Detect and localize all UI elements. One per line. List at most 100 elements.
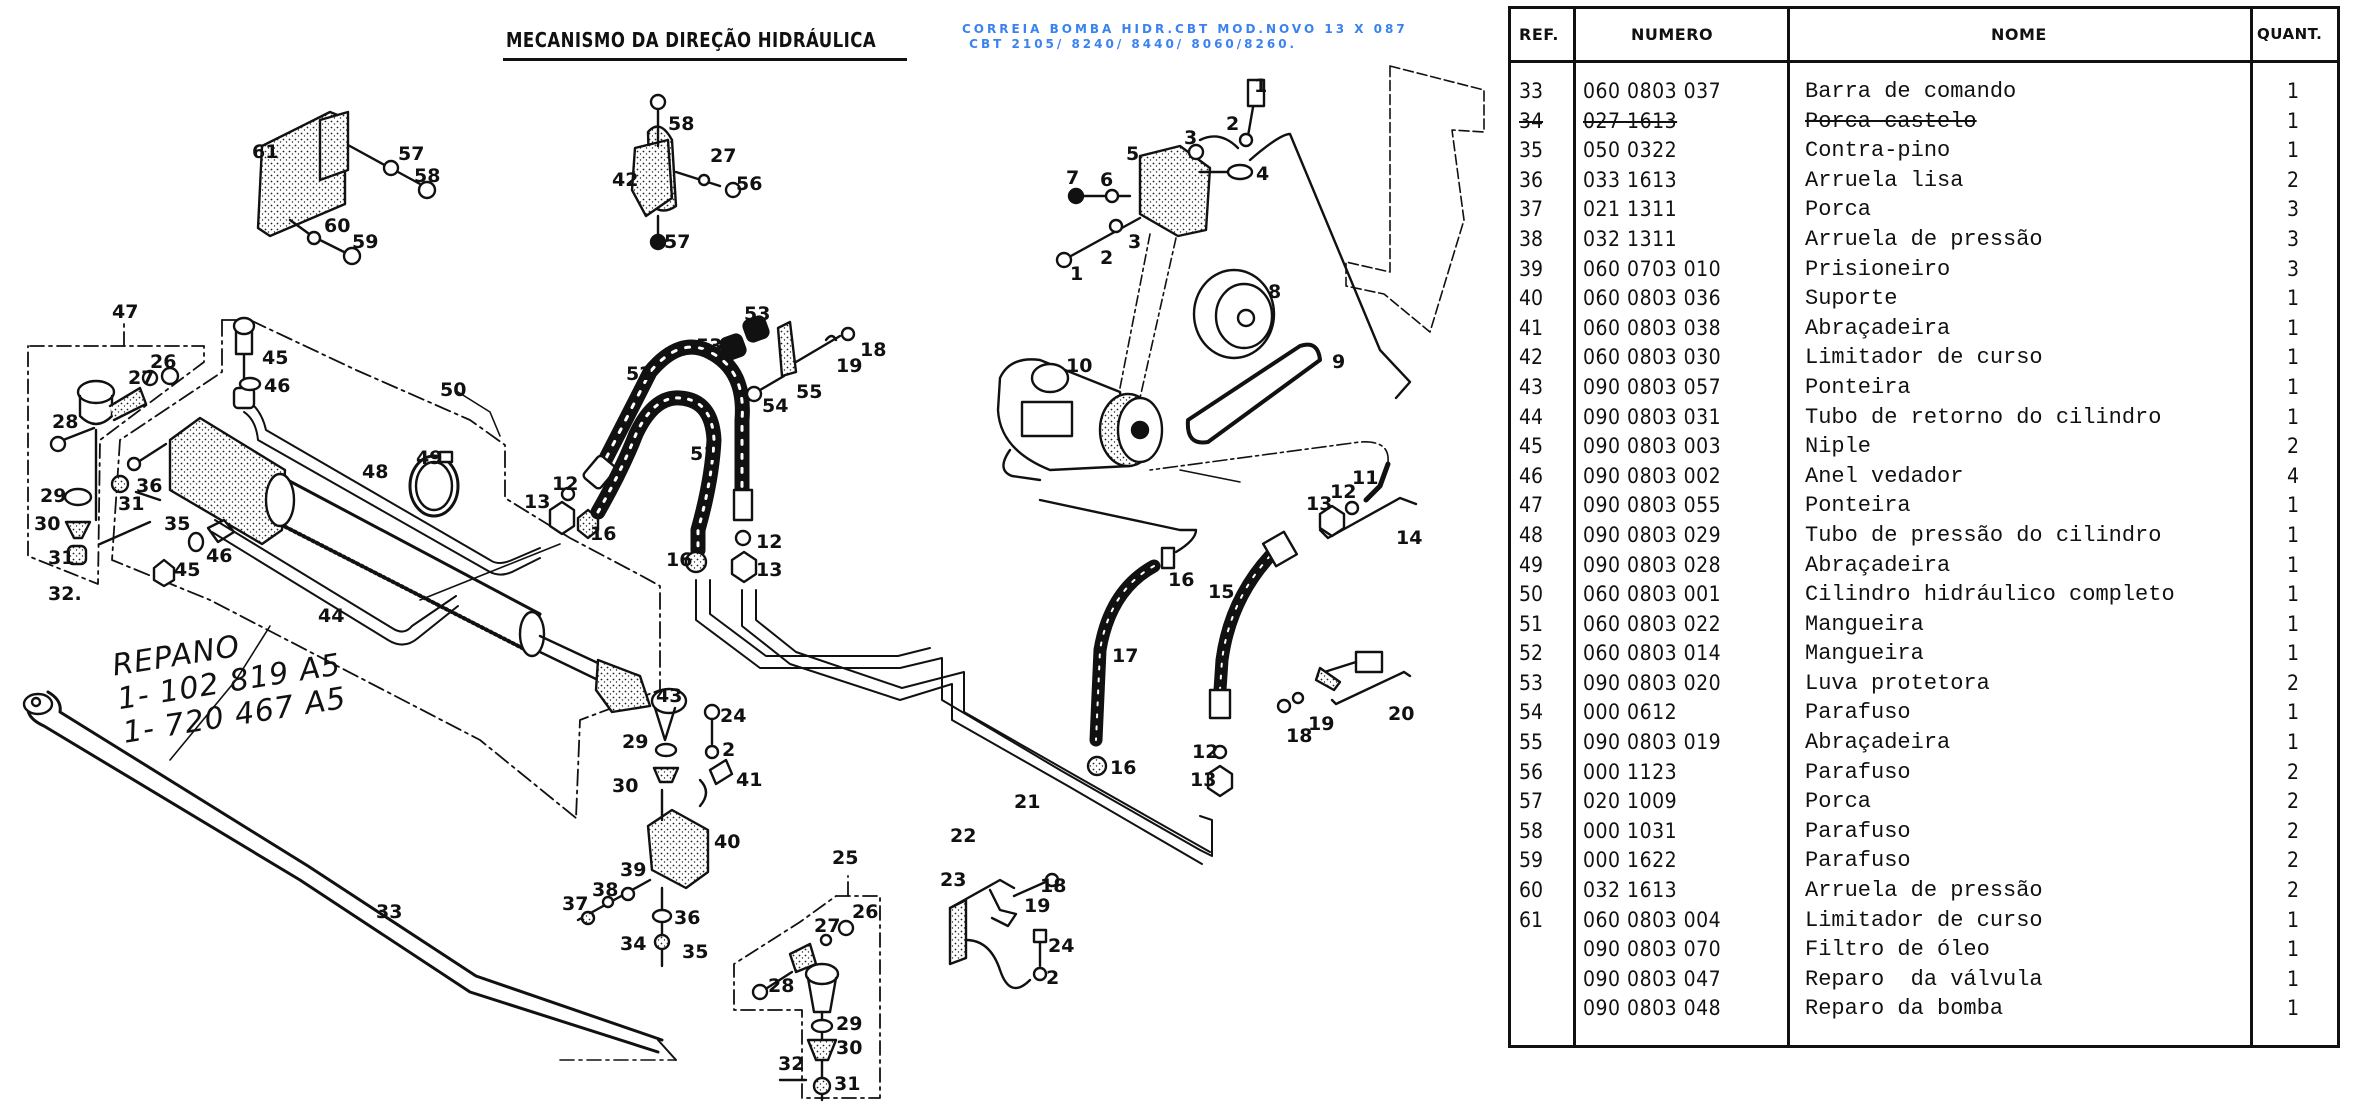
callout-12-d: 12 xyxy=(1192,741,1218,763)
column-divider xyxy=(1573,9,1576,1045)
cell-nome: Tubo de pressão do cilindro xyxy=(1805,522,2162,548)
cell-quant: 2 xyxy=(2286,759,2300,784)
cell-nome: Abraçadeira xyxy=(1805,552,1951,578)
cell-numero: 090 0803 055 xyxy=(1583,493,1722,518)
cell-quant: 1 xyxy=(2286,286,2300,311)
cell-ref: 39 xyxy=(1519,256,1544,281)
cell-ref: 34 xyxy=(1519,108,1544,133)
cell-ref: 56 xyxy=(1519,759,1544,784)
cell-nome: Arruela lisa xyxy=(1805,167,1964,193)
cell-quant: 1 xyxy=(2286,552,2300,577)
cell-ref: 48 xyxy=(1519,522,1544,547)
callout-46-b: 46 xyxy=(206,545,232,567)
cell-ref: 50 xyxy=(1519,582,1544,607)
callout-12-c: 12 xyxy=(1330,481,1356,503)
header-numero: NUMERO xyxy=(1631,25,1714,44)
cell-numero: 060 0803 037 xyxy=(1583,79,1722,103)
cell-numero: 090 0803 020 xyxy=(1583,670,1722,695)
callout-42: 42 xyxy=(612,169,638,191)
callout-1: 1 xyxy=(1254,75,1267,97)
cell-ref: 49 xyxy=(1519,552,1544,577)
cell-numero: 060 0803 001 xyxy=(1583,582,1722,607)
cell-quant: 3 xyxy=(2286,197,2300,222)
cell-numero: 000 1123 xyxy=(1583,759,1678,784)
part-9-drive-belt xyxy=(1185,342,1322,445)
callout-3-b: 3 xyxy=(1128,231,1141,253)
callout-36-b: 36 xyxy=(674,907,700,929)
cell-quant: 1 xyxy=(2286,700,2300,725)
callout-35-b: 35 xyxy=(682,941,708,963)
cell-ref: 33 xyxy=(1519,79,1544,103)
callout-56: 56 xyxy=(736,173,762,195)
callout-60: 60 xyxy=(324,215,350,237)
part-50-hydraulic-cylinder xyxy=(98,416,688,784)
cell-nome: Cilindro hidráulico completo xyxy=(1805,582,2175,608)
cell-nome: Reparo da bomba xyxy=(1805,996,2004,1022)
belt-model-note: CORREIA BOMBA HIDR.CBT MOD.NOVO 13 X 087… xyxy=(962,22,1408,52)
callout-12: 12 xyxy=(552,473,578,495)
cell-ref: 51 xyxy=(1519,611,1544,636)
header-divider xyxy=(1511,60,2337,63)
part-51-hose xyxy=(590,390,722,574)
cell-ref: 60 xyxy=(1519,878,1544,903)
callout-12-b: 12 xyxy=(756,531,782,553)
cell-nome: Ponteira xyxy=(1805,493,1911,519)
cell-ref: 55 xyxy=(1519,730,1544,755)
callout-9: 9 xyxy=(1332,351,1345,373)
callout-39: 39 xyxy=(620,859,646,881)
callout-19: 19 xyxy=(836,355,862,377)
cell-numero: 060 0803 004 xyxy=(1583,907,1722,932)
cell-quant: 2 xyxy=(2286,670,2300,695)
callout-28: 28 xyxy=(52,411,78,433)
cell-numero: 060 0803 014 xyxy=(1583,641,1722,666)
callout-16-c: 16 xyxy=(1168,569,1194,591)
cell-numero: 060 0803 038 xyxy=(1583,315,1722,340)
callout-34: 34 xyxy=(620,933,646,955)
cell-ref: 58 xyxy=(1519,818,1544,843)
part-42-limiter xyxy=(630,93,742,251)
callout-16-d: 16 xyxy=(1110,757,1136,779)
header-quant: QUANT. xyxy=(2257,25,2323,43)
callout-61: 61 xyxy=(252,141,278,163)
part-17-hose xyxy=(1038,498,1198,777)
callout-33: 33 xyxy=(376,901,402,923)
table-row: 50 060 0803 001 Cilindro hidráulico comple… xyxy=(1511,580,2337,610)
cell-quant: 1 xyxy=(2286,937,2300,962)
cell-quant: 2 xyxy=(2286,167,2300,192)
callout-13-b: 13 xyxy=(756,559,782,581)
cell-nome: Parafuso xyxy=(1805,818,1911,844)
cell-ref: 53 xyxy=(1519,670,1544,695)
fittings-12-13-16-left xyxy=(548,486,600,540)
cell-quant: 1 xyxy=(2286,108,2300,133)
callout-25: 25 xyxy=(832,847,858,869)
callout-45: 45 xyxy=(262,347,288,369)
callout-44: 44 xyxy=(318,605,344,627)
callout-20: 20 xyxy=(1388,703,1414,725)
cell-nome: Limitador de curso xyxy=(1805,907,2043,933)
cell-nome: Prisioneiro xyxy=(1805,256,1951,282)
callout-26: 26 xyxy=(150,351,176,373)
cell-nome: Reparo da válvula xyxy=(1805,966,2043,992)
callout-28-b: 28 xyxy=(768,975,794,997)
tie-rod-end-left xyxy=(49,366,180,566)
cell-quant: 1 xyxy=(2286,138,2300,163)
callout-31-b: 31 xyxy=(118,493,144,515)
callout-53: 53 xyxy=(696,335,722,357)
callout-5: 5 xyxy=(1126,143,1139,165)
callout-6: 6 xyxy=(1100,169,1113,191)
callout-37: 37 xyxy=(562,893,588,915)
cell-quant: 1 xyxy=(2286,611,2300,636)
cell-quant: 2 xyxy=(2286,434,2300,459)
cell-nome: Parafuso xyxy=(1805,848,1911,874)
cell-numero: 090 0803 031 xyxy=(1583,404,1722,429)
cell-quant: 2 xyxy=(2286,878,2300,903)
callout-38: 38 xyxy=(592,879,618,901)
